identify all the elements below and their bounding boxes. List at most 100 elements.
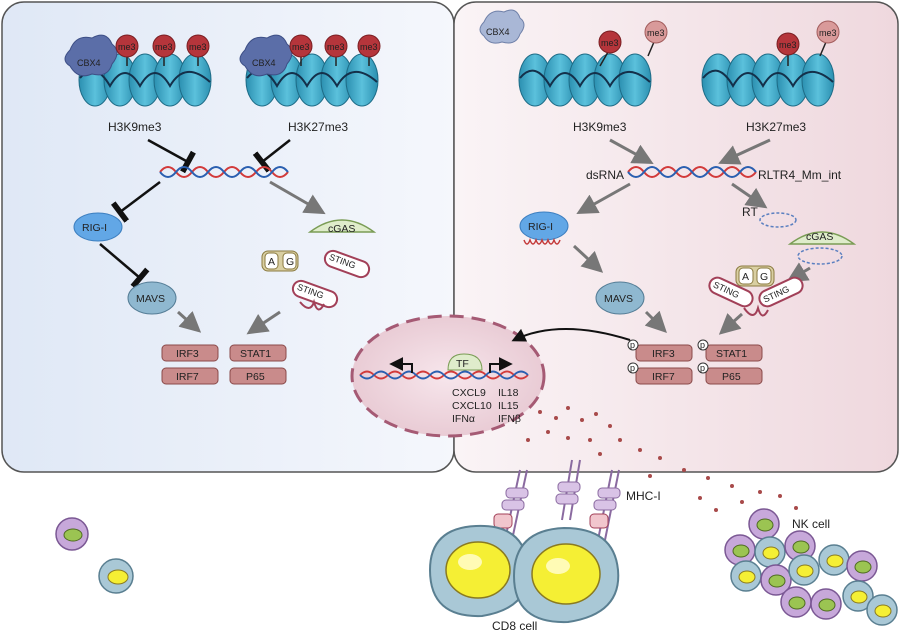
translocation-arrow: [511, 328, 631, 342]
right-panel: [453, 1, 899, 473]
rigi-label-left: RIG-I: [82, 222, 107, 234]
activate-arrow: [246, 310, 281, 335]
dsrna-label: dsRNA: [586, 168, 624, 182]
cbx4-label-left-2: CBX4: [252, 58, 276, 68]
nk-cell: [784, 530, 816, 562]
phospho-mark: p: [700, 363, 705, 373]
nk-cell: [846, 550, 878, 582]
nucleus: [350, 314, 546, 438]
me3-mark: me3: [327, 42, 345, 52]
nk-cell: [866, 594, 898, 626]
dimer-a-right: A: [742, 271, 749, 283]
methyl-marks-left-2: me3 me3 me3: [289, 34, 381, 66]
irf3-left: IRF3: [176, 348, 199, 360]
nucleosome-group-right-2: [701, 53, 835, 107]
nk-cell: [730, 560, 762, 592]
nucleosome-group-right-1: [518, 53, 652, 107]
mavs-right: MAVS: [595, 281, 645, 315]
activate-arrow: [576, 182, 631, 215]
nk-cell: [748, 508, 780, 540]
cbx4-protein-left: CBX4: [64, 34, 118, 77]
inhibit-line: [147, 138, 196, 174]
activate-arrow: [718, 312, 744, 335]
stat1-left: STAT1: [240, 348, 271, 360]
cd8-cell-2: [512, 526, 620, 624]
nk-cell-left: [55, 517, 89, 551]
gene-list-right: IL18 IL15 IFNβ: [498, 387, 521, 425]
nk-cell: [788, 554, 820, 586]
nk-label: NK cell: [792, 517, 830, 531]
p65-left: P65: [246, 371, 265, 383]
gene-cxcl10: CXCL10: [452, 400, 492, 412]
me3-mark: me3: [292, 42, 310, 52]
nucleosome-group-left-1: [78, 53, 212, 107]
methyl-marks-right: me3 me3 me3 me3: [598, 20, 840, 67]
irf3-right: IRF3: [652, 348, 675, 360]
p65-right: P65: [722, 371, 741, 383]
gene-list-left: CXCL9 CXCL10 IFNα: [452, 387, 492, 425]
rigi-label-right: RIG-I: [528, 221, 553, 233]
rt-label: RT: [742, 205, 758, 219]
rigi-left: RIG-I: [73, 212, 123, 242]
gene-il15: IL15: [498, 400, 519, 412]
stat1-right: STAT1: [716, 348, 747, 360]
cgas-right: cGAS: [787, 231, 857, 265]
rigi-right: RIG-I: [519, 211, 569, 245]
mavs-label-right: MAVS: [604, 293, 633, 305]
cgas-label-left: cGAS: [328, 223, 355, 235]
me3-mark: me3: [155, 42, 173, 52]
activate-arrow: [644, 310, 667, 333]
me3-mark: me3: [647, 28, 665, 38]
mhc-label: MHC-I: [626, 489, 661, 503]
inhibit-line: [99, 243, 150, 289]
gene-cxcl9: CXCL9: [452, 387, 486, 399]
gene-ifna: IFNα: [452, 413, 475, 425]
activate-arrow: [731, 182, 768, 209]
cbx4-protein-left-2: CBX4: [239, 34, 293, 77]
nk-cell: [842, 580, 874, 612]
cgamp-dimer-right: A G: [735, 265, 775, 287]
me3-mark: me3: [601, 38, 619, 48]
cytokine-dots: [526, 406, 798, 512]
sting-left: STING STING: [291, 249, 371, 311]
mavs-label-left: MAVS: [136, 293, 165, 305]
cbx4-label-left: CBX4: [77, 58, 101, 68]
me3-mark: me3: [360, 42, 378, 52]
h3k9me3-label-left: H3K9me3: [108, 120, 162, 134]
activate-arrow: [176, 310, 202, 333]
me3-mark: me3: [819, 28, 837, 38]
methyl-marks-left-1: me3 me3 me3: [115, 34, 210, 66]
phospho-mark: p: [630, 363, 635, 373]
cbx4-protein-right: CBX4: [479, 9, 525, 44]
cbx4-label-right: CBX4: [486, 27, 510, 37]
nk-cell: [780, 586, 812, 618]
activate-arrow: [572, 244, 604, 273]
phospho-mark: p: [700, 340, 705, 350]
dna-helix-nucleus: [359, 370, 529, 380]
dimer-a-left: A: [268, 256, 275, 268]
h3k9me3-label-right: H3K9me3: [573, 120, 627, 134]
t-cell-left: [98, 558, 134, 594]
tf-nucleus: TF: [447, 353, 483, 371]
dimer-g-right: G: [760, 271, 768, 283]
nk-cell-cluster: [724, 508, 898, 626]
dna-helix-left: [159, 166, 289, 178]
dna-helix-right: [627, 166, 757, 178]
gene-ifnb: IFNβ: [498, 413, 521, 425]
sting-right: STING STING: [708, 276, 804, 317]
tf-boxes-left: IRF3 STAT1 IRF7 P65: [161, 344, 287, 385]
phospho-mark: p: [630, 340, 635, 350]
h3k27me3-label-right: H3K27me3: [746, 120, 806, 134]
transcription-arrows: [389, 357, 513, 373]
nk-cell: [818, 544, 850, 576]
inhibit-line: [111, 181, 161, 223]
gene-il18: IL18: [498, 387, 519, 399]
mavs-left: MAVS: [127, 281, 177, 315]
cd8-cell-1: [428, 524, 530, 618]
cdna-coil-1: [759, 212, 797, 228]
nk-cell: [724, 534, 756, 566]
cgamp-dimer-left: A G: [261, 250, 299, 272]
inhibit-line: [252, 139, 291, 173]
activate-arrow: [269, 180, 326, 215]
